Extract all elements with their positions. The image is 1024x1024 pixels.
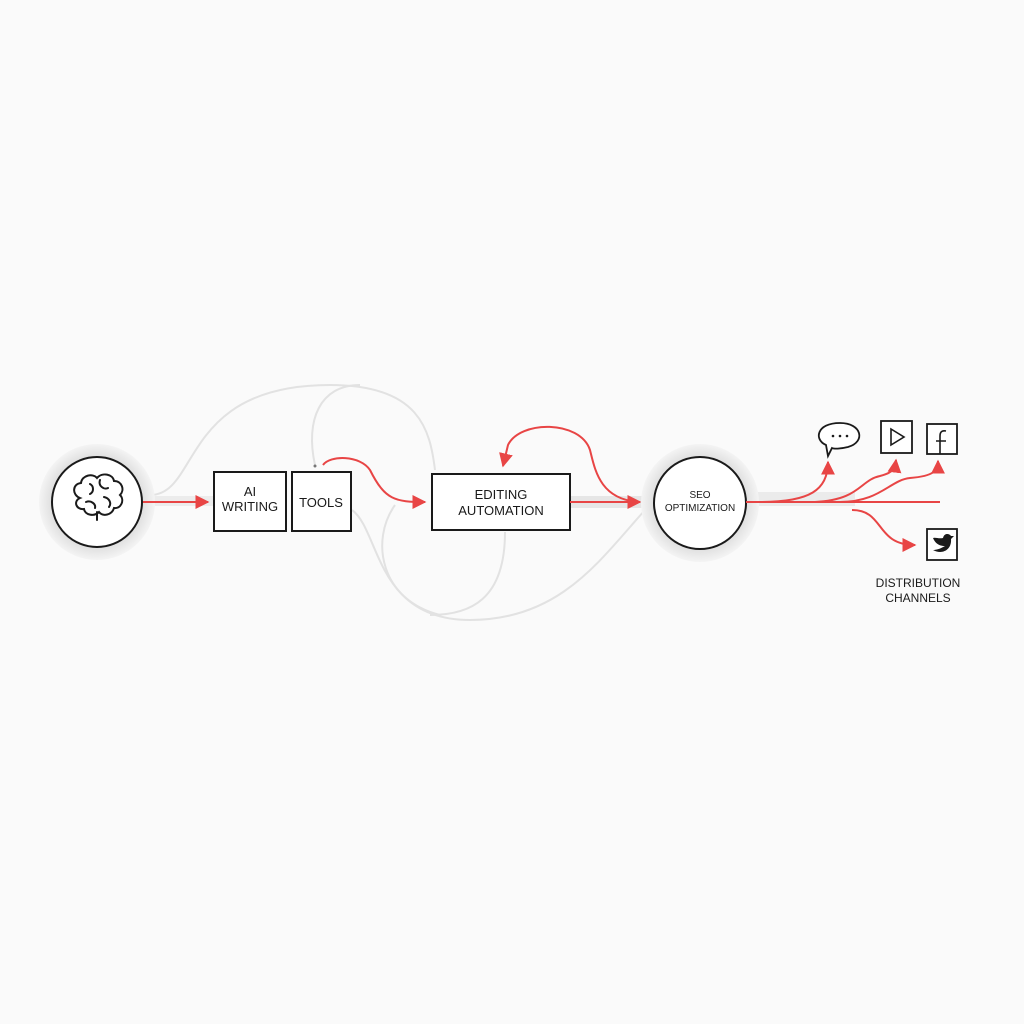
brain-icon <box>73 473 124 521</box>
facebook-icon[interactable] <box>926 423 958 455</box>
connector-dot <box>313 464 317 468</box>
ai-writing-label: WRITING <box>222 499 278 514</box>
ai-writing-label: AI <box>244 484 256 499</box>
twitter-icon[interactable] <box>926 528 958 561</box>
background-connectors <box>149 383 646 622</box>
arrow-feedback-loop <box>499 425 641 503</box>
play-icon[interactable] <box>880 420 913 454</box>
tools-label: TOOLS <box>299 495 343 510</box>
tools-node[interactable]: TOOLS <box>291 471 352 532</box>
editing-label: EDITING <box>475 487 528 502</box>
distribution-channels-label: CHANNELS <box>885 591 950 605</box>
distribution-channels-label: DISTRIBUTION <box>876 576 961 590</box>
chat-bubble-icon[interactable] <box>817 422 861 459</box>
brain-node[interactable] <box>39 444 155 560</box>
seo-label: OPTIMIZATION <box>665 503 735 514</box>
editing-automation-node[interactable]: EDITING AUTOMATION <box>431 473 571 531</box>
arrow-tools-to-editing <box>322 457 427 509</box>
editing-label: AUTOMATION <box>458 503 543 518</box>
seo-label: SEO <box>689 490 710 501</box>
ai-writing-node[interactable]: AI WRITING <box>213 471 287 532</box>
seo-optimization-node[interactable]: SEO OPTIMIZATION <box>641 444 759 562</box>
distribution-branches <box>746 458 945 552</box>
